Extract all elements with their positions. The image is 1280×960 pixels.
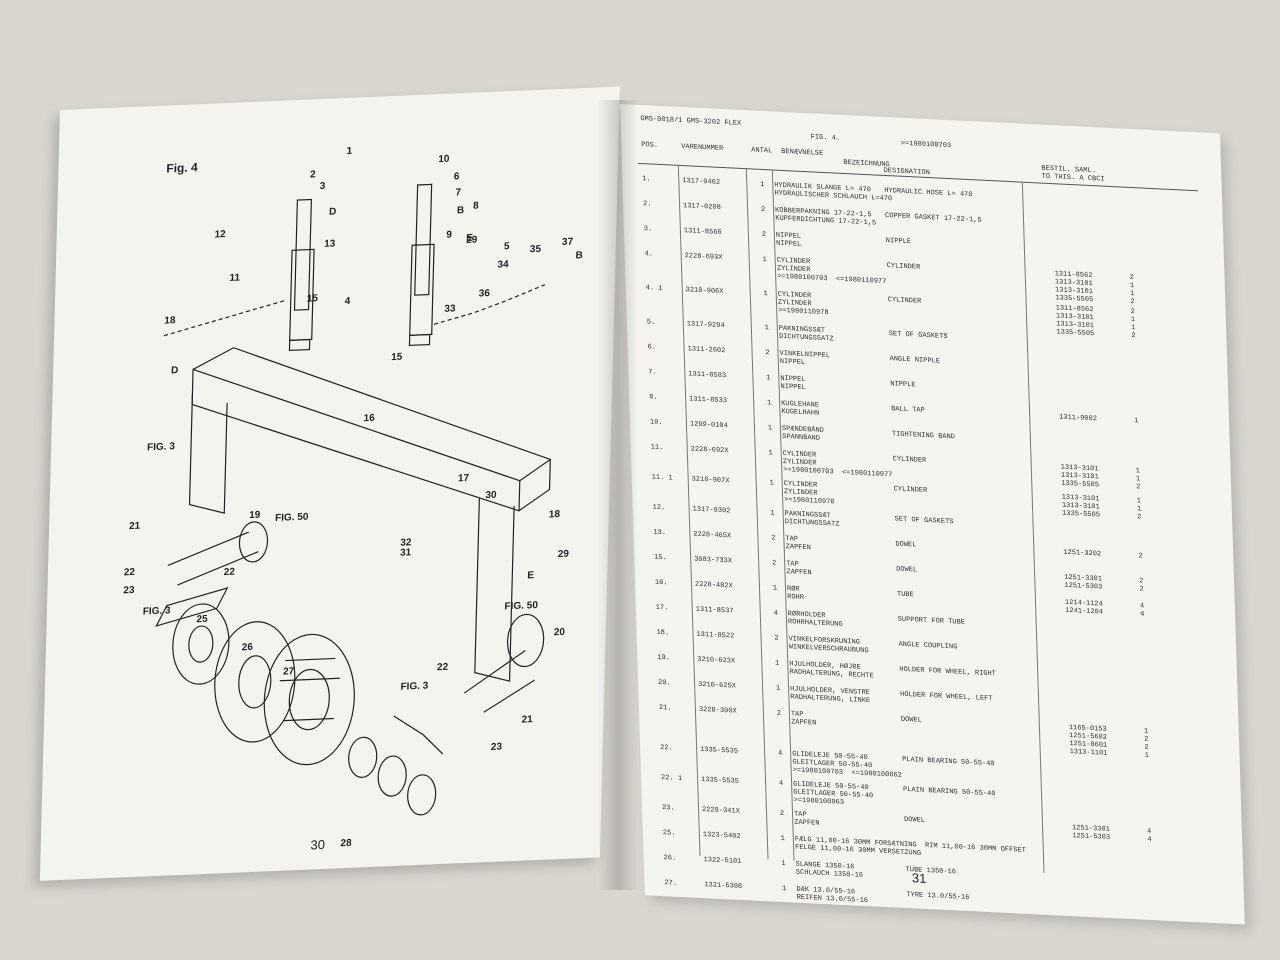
callout: 25 — [196, 613, 208, 626]
page-number: 31 — [911, 870, 927, 886]
left-page: Fig. 4 — [39, 86, 620, 881]
callout: 13 — [324, 238, 336, 250]
callout: E — [466, 232, 474, 244]
callout: 31 — [399, 547, 412, 559]
figure-ref: FIG. 3 — [400, 680, 429, 693]
callout: 23 — [490, 741, 503, 753]
callout: 10 — [438, 153, 450, 166]
callout: 34 — [497, 259, 509, 271]
callout: E — [527, 570, 535, 582]
col-part: VARENUMMER — [681, 142, 724, 154]
serial-range: >=1980100703 — [900, 139, 952, 151]
callout: 18 — [548, 509, 561, 521]
callout: 33 — [444, 303, 456, 315]
right-page: GMS-0018/1 GMS-3202 FLEX FIG. 4. >=19801… — [620, 104, 1245, 925]
callout: 12 — [214, 229, 226, 241]
callout: 18 — [164, 315, 176, 327]
callout: 27 — [282, 666, 295, 678]
figure-ref: FIG. 50 — [274, 511, 309, 524]
page-number: 30 — [310, 836, 326, 853]
callout: 3 — [319, 180, 326, 193]
callout: 36 — [478, 287, 490, 300]
callout: D — [170, 365, 179, 377]
callout: B — [456, 205, 465, 217]
callout: 20 — [553, 626, 566, 639]
col-ref: BESTIL. SAML. TO THIS. A CBCI — [1041, 164, 1105, 184]
figure-ref: FIG. 3 — [146, 441, 175, 454]
callout: 9 — [446, 229, 453, 241]
callout: 17 — [457, 472, 470, 485]
callout: 32 — [400, 537, 412, 549]
exploded-parts-diagram — [155, 183, 552, 816]
callout: 4 — [344, 295, 351, 308]
col-desc: BENÆVNELSE — [781, 147, 824, 158]
callout: 37 — [561, 236, 574, 248]
callout: 21 — [521, 714, 533, 726]
callout: 15 — [391, 351, 403, 364]
callout: 21 — [128, 520, 141, 533]
callout: 22 — [436, 661, 449, 674]
figure-ref: FIG. 50 — [504, 599, 539, 613]
callout: D — [328, 206, 337, 218]
callout: 22 — [123, 566, 136, 579]
callout: 2 — [309, 169, 316, 181]
callout: 23 — [123, 584, 135, 597]
figure-ref: FIG. 3 — [142, 605, 171, 618]
callout: 1 — [346, 145, 353, 157]
callout: 22 — [223, 566, 235, 579]
callout: 15 — [306, 293, 319, 305]
callout: B — [575, 250, 583, 262]
callout: 19 — [249, 509, 261, 522]
callout: 28 — [340, 837, 352, 850]
col-qty: ANTAL — [751, 146, 773, 156]
callout: 30 — [485, 489, 497, 502]
fig-ref: FIG. 4. — [810, 133, 841, 143]
callout: 5 — [503, 241, 510, 253]
callout: 29 — [557, 548, 570, 561]
callout: 16 — [363, 412, 375, 425]
callout: 8 — [472, 200, 479, 212]
callout: 11 — [229, 272, 241, 284]
doc-code: GMS-0018/1 GMS-3202 FLEX — [640, 114, 742, 128]
col-pos: POS. — [641, 141, 659, 150]
callout: 7 — [455, 187, 462, 199]
callout: 6 — [453, 171, 460, 183]
callout: 26 — [241, 641, 253, 654]
callout: 35 — [529, 243, 542, 256]
